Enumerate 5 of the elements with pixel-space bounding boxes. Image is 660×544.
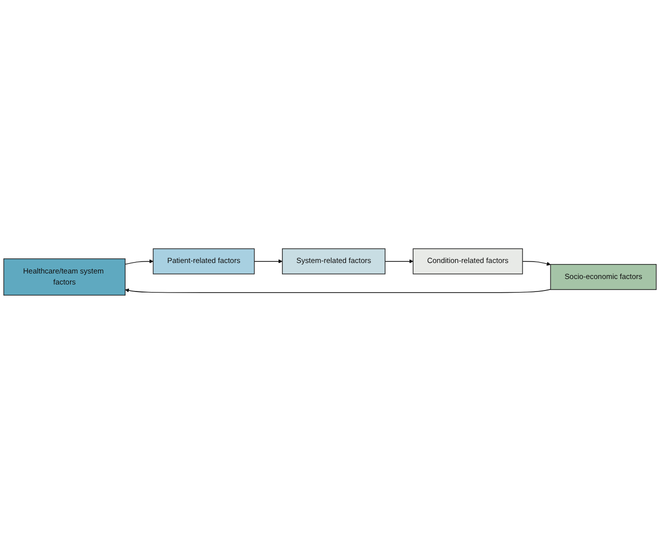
arrow xyxy=(124,259,154,265)
arrow xyxy=(254,259,283,264)
arrow xyxy=(384,259,414,264)
arrow xyxy=(522,261,551,266)
arrow xyxy=(125,288,551,294)
